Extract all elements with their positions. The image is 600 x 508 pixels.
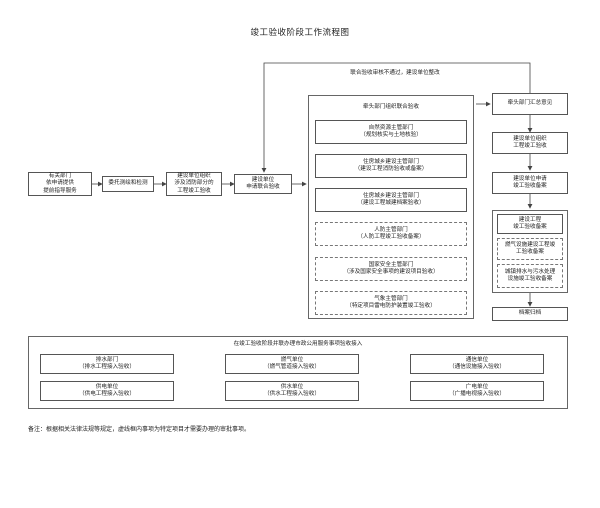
water-utility-box: 供水单位 （供水工程接入验收） bbox=[225, 381, 359, 401]
gas-filing-box: 燃气设施建设工程竣 工验收备案 bbox=[497, 238, 563, 260]
fire-acceptance-box: 建设单位组织 涉及消防部分的 工程竣工验收 bbox=[166, 172, 222, 196]
telecom-utility-box: 通信单位 （通信设施接入验收） bbox=[410, 354, 544, 374]
national-security-box: 国家安全主管部门 （涉及国家安全事项的建设项目验收） bbox=[315, 257, 467, 281]
apply-filing-box: 建设单位申请 竣工验收备案 bbox=[492, 172, 568, 194]
natural-resources-box: 自然资源主管部门 （规划核实与土地核验） bbox=[315, 120, 467, 144]
lead-summary-box: 牵头部门汇总意见 bbox=[492, 93, 568, 115]
gas-utility-box: 燃气单位 （燃气管道接入验收） bbox=[225, 354, 359, 374]
guidance-service-box: 有关部门 依申请提供 提前指导服务 bbox=[28, 172, 92, 196]
meteorology-box: 气象主管部门 （特定项目雷电防护装置竣工验收） bbox=[315, 291, 467, 315]
joint-acceptance-header: 牵头部门组织联合验收 bbox=[363, 104, 419, 110]
utility-acceptance-header: 在竣工验收阶段并联办理市政公用服务事项验收接入 bbox=[233, 341, 363, 347]
urban-archives-box: 住房城乡建设主管部门 （建设工程城建档案验收） bbox=[315, 188, 467, 212]
drainage-filing-box: 城镇排水与污水处理 设施竣工验收备案 bbox=[497, 264, 563, 288]
completion-filing-box: 建设工程 竣工验收备案 bbox=[497, 214, 563, 234]
diagram-title: 竣工验收阶段工作流程图 bbox=[250, 28, 350, 38]
loop-back-arrow bbox=[261, 62, 531, 173]
loop-note: 联合验收审核不通过，建设单位整改 bbox=[350, 70, 440, 76]
civil-defense-box: 人防主管部门 （人防工程竣工验收备案） bbox=[315, 222, 467, 246]
broadcast-utility-box: 广电单位 （广播电视接入验收） bbox=[410, 381, 544, 401]
fire-protection-box: 住房城乡建设主管部门 （建设工程消防验收或备案） bbox=[315, 154, 467, 178]
organize-acceptance-box: 建设单位组织 工程竣工验收 bbox=[492, 132, 568, 154]
apply-joint-acceptance-box: 建设单位 申请联合验收 bbox=[234, 174, 292, 194]
archive-box: 档案归档 bbox=[492, 307, 568, 321]
survey-testing-box: 委托测绘和检测 bbox=[102, 176, 154, 192]
drainage-utility-box: 排水部门 （排水工程接入验收） bbox=[40, 354, 174, 374]
footnote: 备注：根据相关法律法规等规定，虚线框内事项为特定项目才需要办理的审批事项。 bbox=[28, 426, 251, 433]
power-utility-box: 供电单位 （供电工程接入验收） bbox=[40, 381, 174, 401]
